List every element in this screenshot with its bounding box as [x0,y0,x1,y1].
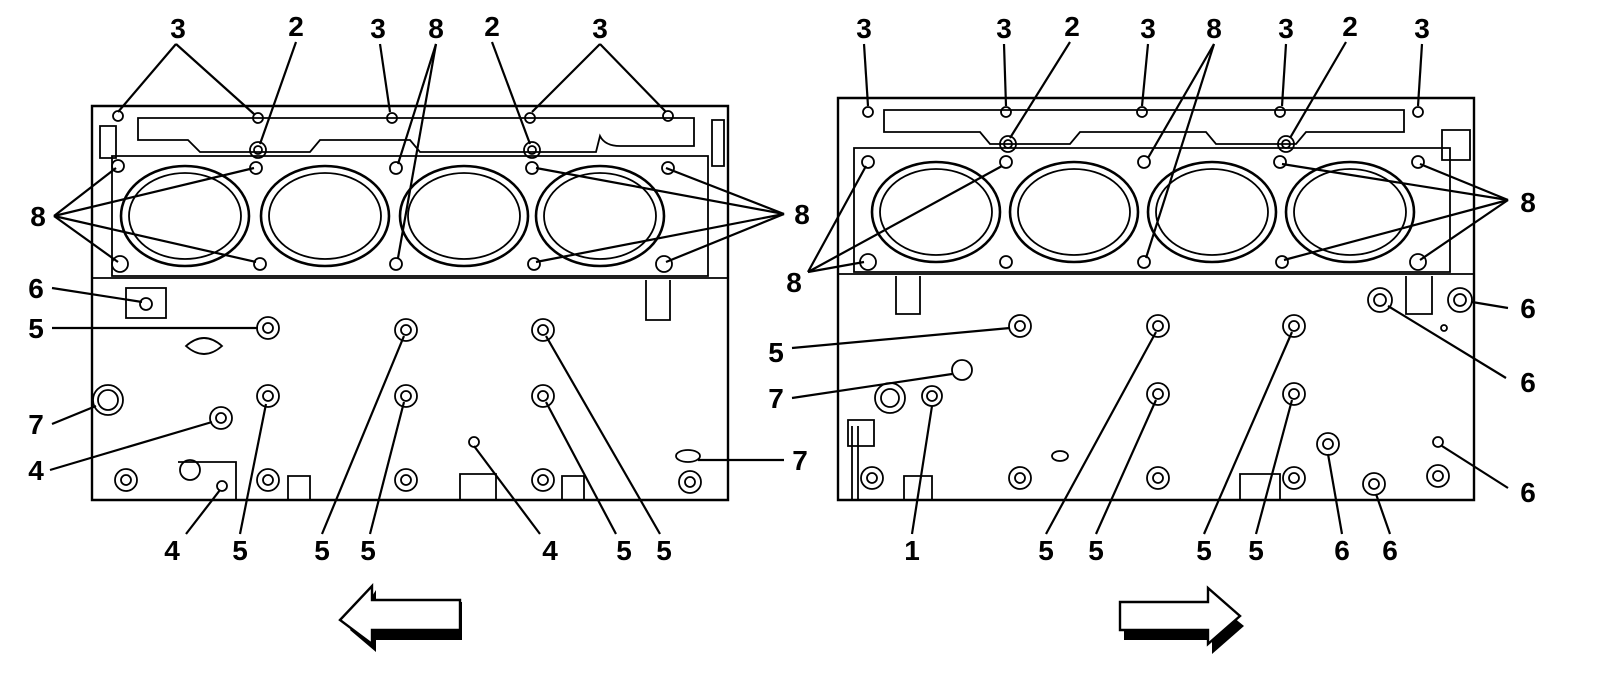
callout-5: 5 [1248,535,1264,566]
right-bore-3 [1146,160,1278,264]
callout-3: 3 [592,13,608,44]
callout-5: 5 [314,535,330,566]
right-head-outline [836,96,1476,502]
callout-8: 8 [786,267,802,298]
left-callouts: 3 2 3 8 2 3 8 8 6 5 7 4 7 4 5 5 5 4 5 5 [28,11,810,566]
callout-3: 3 [996,13,1012,44]
right-bore-1 [870,160,1002,264]
callout-6: 6 [1334,535,1350,566]
callout-8: 8 [1520,187,1536,218]
right-head-view [836,96,1476,502]
callout-2: 2 [484,11,500,42]
callout-5: 5 [1196,535,1212,566]
callout-5: 5 [656,535,672,566]
callout-6: 6 [1382,535,1398,566]
right-bore-2 [1008,160,1140,264]
callout-5: 5 [232,535,248,566]
right-deck-band [853,147,1451,273]
right-callouts: 3 3 2 3 8 3 2 3 8 8 5 7 6 6 6 1 5 5 5 5 … [768,11,1536,566]
callout-1: 1 [904,535,920,566]
callout-7: 7 [792,445,808,476]
callout-3: 3 [856,13,872,44]
left-bore-2 [259,164,391,268]
left-leader-lines [49,41,785,535]
callout-3: 3 [1414,13,1430,44]
callout-3: 3 [370,13,386,44]
callout-4: 4 [28,455,44,486]
right-direction-arrow [1118,585,1244,654]
callout-6: 6 [1520,293,1536,324]
callout-7: 7 [28,409,44,440]
callout-5: 5 [1038,535,1054,566]
callout-8: 8 [1206,13,1222,44]
callout-3: 3 [170,13,186,44]
callout-6: 6 [1520,477,1536,508]
callout-5: 5 [28,313,44,344]
callout-7: 7 [768,383,784,414]
callout-6: 6 [28,273,44,304]
left-head-view [90,104,730,502]
callout-4: 4 [164,535,180,566]
left-deck-band [111,155,709,277]
callout-5: 5 [360,535,376,566]
callout-8: 8 [30,201,46,232]
right-bore-4 [1284,160,1416,264]
left-bolt-bosses [114,316,702,494]
left-bore-4 [534,164,666,268]
callout-8: 8 [794,199,810,230]
callout-3: 3 [1140,13,1156,44]
right-top-gallery [883,109,1405,145]
callout-6: 6 [1520,367,1536,398]
left-direction-arrow [338,582,462,652]
callout-2: 2 [288,11,304,42]
left-top-gallery [137,117,695,153]
callout-5: 5 [768,337,784,368]
callout-5: 5 [1088,535,1104,566]
callout-2: 2 [1064,11,1080,42]
callout-2: 2 [1342,11,1358,42]
callout-8: 8 [428,13,444,44]
callout-5: 5 [616,535,632,566]
callout-3: 3 [1278,13,1294,44]
callout-4: 4 [542,535,558,566]
left-bore-1 [119,164,251,268]
right-leader-lines [791,41,1509,535]
left-bore-3 [398,164,530,268]
